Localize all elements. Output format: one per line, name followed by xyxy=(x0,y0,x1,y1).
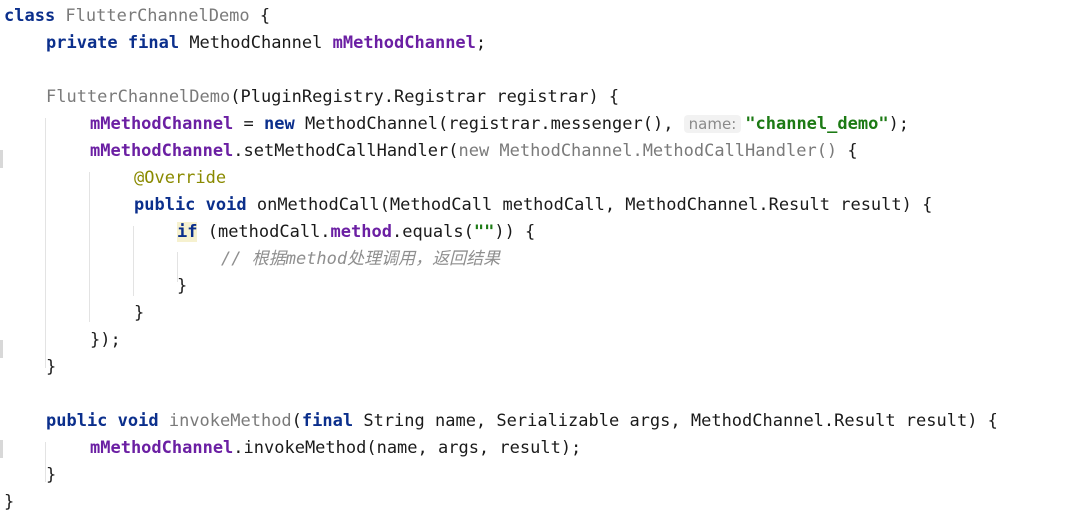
closing-brace: } xyxy=(46,465,57,485)
semicolon: ; xyxy=(475,33,487,53)
closing-brace: } xyxy=(134,303,145,323)
statement-end: ); xyxy=(888,114,910,134)
code-line-4[interactable]: FlutterChannelDemo(PluginRegistry.Regist… xyxy=(46,84,619,111)
keyword-new: new xyxy=(264,114,295,134)
field-method: method xyxy=(330,222,392,242)
code-line-18[interactable]: } xyxy=(46,462,56,489)
code-line-19[interactable]: } xyxy=(4,489,14,516)
keyword-class: class xyxy=(4,6,56,26)
anonymous-class: new MethodChannel.MethodCallHandler() xyxy=(458,141,838,161)
method-call: .invokeMethod(name, args, result); xyxy=(233,438,582,458)
code-line-7[interactable]: @Override xyxy=(134,165,226,192)
code-line-13[interactable]: }); xyxy=(90,327,121,354)
closing-brace: } xyxy=(4,492,15,512)
method-call: .setMethodCallHandler( xyxy=(233,141,459,161)
code-line-12[interactable]: } xyxy=(134,300,144,327)
gutter-marker xyxy=(0,150,3,168)
condition-end: )) { xyxy=(494,222,536,242)
comment-method: method xyxy=(285,249,348,269)
constructor-params: (PluginRegistry.Registrar registrar) { xyxy=(230,87,620,107)
method-name: invokeMethod xyxy=(158,411,292,431)
code-line-10[interactable]: // 根据method处理调用，返回结果 xyxy=(221,246,500,273)
indent-guide xyxy=(177,252,178,282)
keyword-final: final xyxy=(301,411,354,431)
constructor-name: FlutterChannelDemo xyxy=(46,87,231,107)
code-line-6[interactable]: mMethodChannel.setMethodCallHandler(new … xyxy=(90,138,858,165)
paren: ( xyxy=(291,411,302,431)
condition-start: (methodCall. xyxy=(197,222,331,242)
code-line-11[interactable]: } xyxy=(177,273,187,300)
indent-guide xyxy=(45,118,46,368)
type-name: MethodChannel xyxy=(179,33,333,53)
code-line-1[interactable]: class FlutterChannelDemo { xyxy=(4,3,270,30)
keyword-public: public xyxy=(134,195,196,215)
keyword-private: private xyxy=(46,33,118,53)
brace: { xyxy=(837,141,858,161)
code-line-2[interactable]: private final MethodChannel mMethodChann… xyxy=(46,30,486,57)
indent-guide xyxy=(133,226,134,296)
brace: { xyxy=(249,6,271,26)
keyword-void: void xyxy=(107,411,159,431)
keyword-public: public xyxy=(46,411,108,431)
annotation-override: @Override xyxy=(134,168,227,188)
method-signature: onMethodCall(MethodCall methodCall, Meth… xyxy=(246,195,933,215)
assign-op: = xyxy=(233,114,265,134)
closing-brace: } xyxy=(46,357,57,377)
equals-call: .equals( xyxy=(391,222,474,242)
field-name: mMethodChannel xyxy=(90,141,234,161)
closing-brace: } xyxy=(177,276,188,296)
gutter-marker xyxy=(0,440,3,458)
indent-guide xyxy=(45,442,46,482)
field-name: mMethodChannel xyxy=(90,114,234,134)
parameter-hint: name: xyxy=(683,115,742,133)
code-line-14[interactable]: } xyxy=(46,354,56,381)
code-line-5[interactable]: mMethodChannel = new MethodChannel(regis… xyxy=(90,111,909,138)
indent-guide xyxy=(89,172,90,322)
code-line-8[interactable]: public void onMethodCall(MethodCall meth… xyxy=(134,192,932,219)
gutter-marker xyxy=(0,340,3,358)
field-name: mMethodChannel xyxy=(90,438,234,458)
code-line-9[interactable]: if (methodCall.method.equals("")) { xyxy=(177,219,535,246)
field-name: mMethodChannel xyxy=(332,33,476,53)
keyword-if: if xyxy=(177,222,198,242)
comment-suffix: 处理调用，返回结果 xyxy=(347,249,501,269)
comment-prefix: // 根据 xyxy=(221,249,286,269)
keyword-void: void xyxy=(195,195,247,215)
method-params: String name, Serializable args, MethodCh… xyxy=(353,411,998,431)
code-line-17[interactable]: mMethodChannel.invokeMethod(name, args, … xyxy=(90,435,581,462)
constructor-call: MethodChannel(registrar.messenger(), xyxy=(294,114,684,134)
class-name: FlutterChannelDemo xyxy=(55,6,250,26)
keyword-final: final xyxy=(117,33,180,53)
code-line-16[interactable]: public void invokeMethod(final String na… xyxy=(46,408,998,435)
string-literal: "channel_demo" xyxy=(745,114,889,134)
closing-brace: }); xyxy=(90,330,121,350)
string-literal: "" xyxy=(473,222,495,242)
